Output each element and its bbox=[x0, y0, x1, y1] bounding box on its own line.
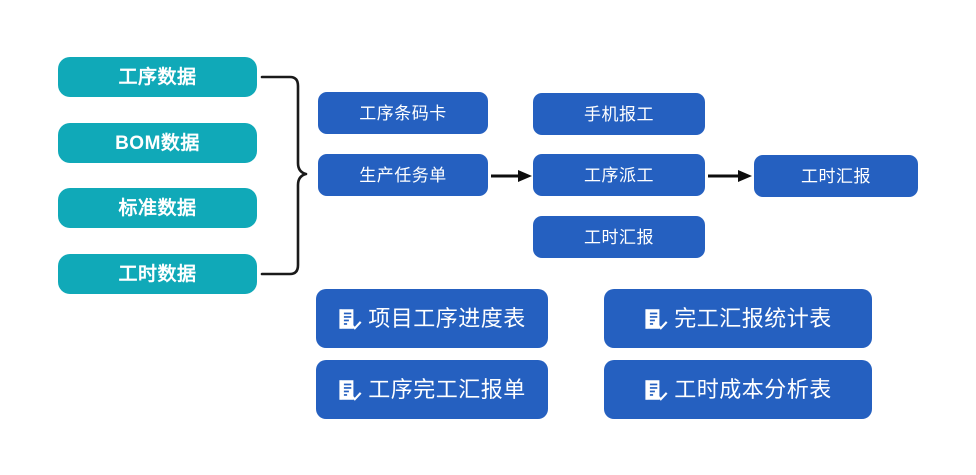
report-check-icon bbox=[339, 308, 362, 330]
process-label: 工时汇报 bbox=[801, 166, 871, 186]
source-label: 工序数据 bbox=[118, 66, 197, 88]
curly-brace-connector bbox=[260, 75, 308, 276]
process-label: 工序条码卡 bbox=[359, 103, 447, 123]
process-box-worktime-report-mid[interactable]: 工时汇报 bbox=[533, 216, 705, 258]
source-label: 标准数据 bbox=[118, 197, 197, 219]
report-check-icon bbox=[339, 379, 362, 401]
process-box-process-dispatch[interactable]: 工序派工 bbox=[533, 154, 705, 196]
report-card-worktime-cost-analysis[interactable]: 工时成本分析表 bbox=[604, 360, 872, 419]
source-box-worktime-data[interactable]: 工时数据 bbox=[58, 254, 257, 294]
report-label: 完工汇报统计表 bbox=[674, 305, 832, 331]
report-card-completion-summary[interactable]: 完工汇报统计表 bbox=[604, 289, 872, 348]
arrow-dispatch-to-report bbox=[708, 170, 752, 182]
process-box-worktime-report-right[interactable]: 工时汇报 bbox=[754, 155, 918, 197]
report-label: 项目工序进度表 bbox=[368, 305, 526, 331]
source-label: 工时数据 bbox=[118, 263, 197, 285]
process-box-barcode-card[interactable]: 工序条码卡 bbox=[318, 92, 488, 134]
process-label: 生产任务单 bbox=[359, 165, 447, 185]
report-check-icon bbox=[645, 308, 668, 330]
source-box-bom-data[interactable]: BOM数据 bbox=[58, 123, 257, 163]
process-box-production-task-order[interactable]: 生产任务单 bbox=[318, 154, 488, 196]
report-card-process-completion-sheet[interactable]: 工序完工汇报单 bbox=[316, 360, 548, 419]
report-check-icon bbox=[645, 379, 668, 401]
report-label: 工序完工汇报单 bbox=[368, 376, 526, 402]
source-box-standard-data[interactable]: 标准数据 bbox=[58, 188, 257, 228]
report-card-project-process-progress[interactable]: 项目工序进度表 bbox=[316, 289, 548, 348]
source-box-process-data[interactable]: 工序数据 bbox=[58, 57, 257, 97]
process-box-mobile-reporting[interactable]: 手机报工 bbox=[533, 93, 705, 135]
process-label: 工时汇报 bbox=[584, 227, 654, 247]
arrow-task-to-dispatch bbox=[491, 170, 532, 182]
process-label: 工序派工 bbox=[584, 165, 654, 185]
source-label: BOM数据 bbox=[115, 132, 200, 154]
process-label: 手机报工 bbox=[584, 104, 654, 124]
report-label: 工时成本分析表 bbox=[674, 376, 832, 402]
